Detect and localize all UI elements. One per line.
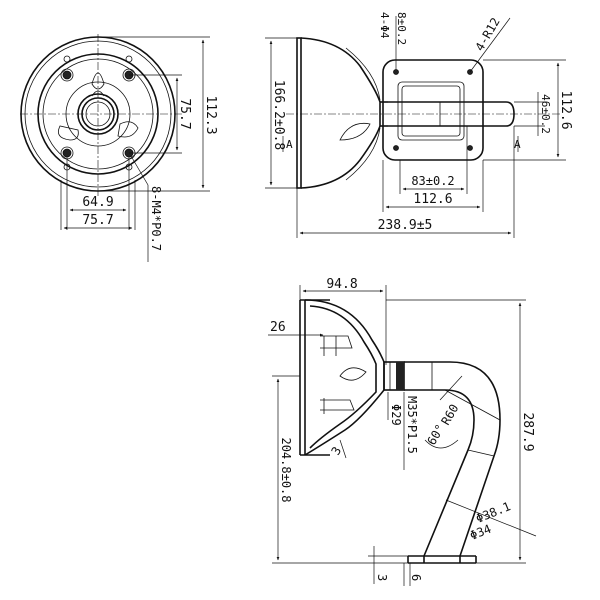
dim-hole-small: 8±0.2 [395, 12, 408, 45]
section-a-left: A [286, 138, 293, 151]
dim-hole-spacing-v: 75.7 [177, 98, 192, 129]
front-view: 112.3 75.7 64.9 75.7 8-M4*P0.7 [20, 34, 218, 262]
dim-pipe-id: Φ34 [468, 522, 493, 543]
dim-height-166: 166.2±0.8 [271, 80, 286, 150]
dim-total-height: 287.9 [520, 412, 535, 451]
dim-thread-section: M35*P1.5 [405, 396, 419, 454]
section-view: 94.8 26 204.8±0.8 287.9 Φ29 M35*P1.5 R60… [268, 277, 537, 586]
dim-arm-width: 83±0.2 [411, 174, 454, 188]
dim-top-width: 94.8 [326, 277, 357, 292]
internal-lugs [320, 335, 367, 414]
dim-lower-height: 204.8±0.8 [279, 437, 293, 502]
dim-plate-height: 112.6 [558, 90, 573, 129]
dim-base-thk: 3 [375, 574, 389, 581]
dim-thread-front: 8-M4*P0.7 [149, 186, 163, 251]
dim-arm-height: 46±0.2 [539, 94, 552, 134]
dim-pipe-od: Φ38.1 [474, 499, 513, 526]
section-a-right: A [514, 138, 521, 151]
dim-base-flange: 6 [409, 574, 423, 581]
dim-bend-angle: 60° [424, 422, 447, 448]
dim-pipe-dia: Φ29 [389, 404, 403, 426]
dim-hole-spacing-h2: 75.7 [82, 213, 113, 228]
dim-hole-spacing-h1: 64.9 [82, 195, 113, 210]
dim-bend-radius: R60 [438, 402, 461, 428]
dim-overall-height: 112.3 [203, 95, 218, 134]
dim-plate-width: 112.6 [413, 192, 452, 207]
side-view: 8±0.2 4-Φ4 4-R12 112.6 46±0.2 A 83±0.2 1… [265, 12, 573, 238]
dim-holes-dia: 4-Φ4 [378, 12, 391, 39]
dim-overall-length: 238.9±5 [378, 218, 433, 233]
dim-depth-26: 26 [270, 320, 286, 335]
rib-shapes [57, 72, 139, 141]
